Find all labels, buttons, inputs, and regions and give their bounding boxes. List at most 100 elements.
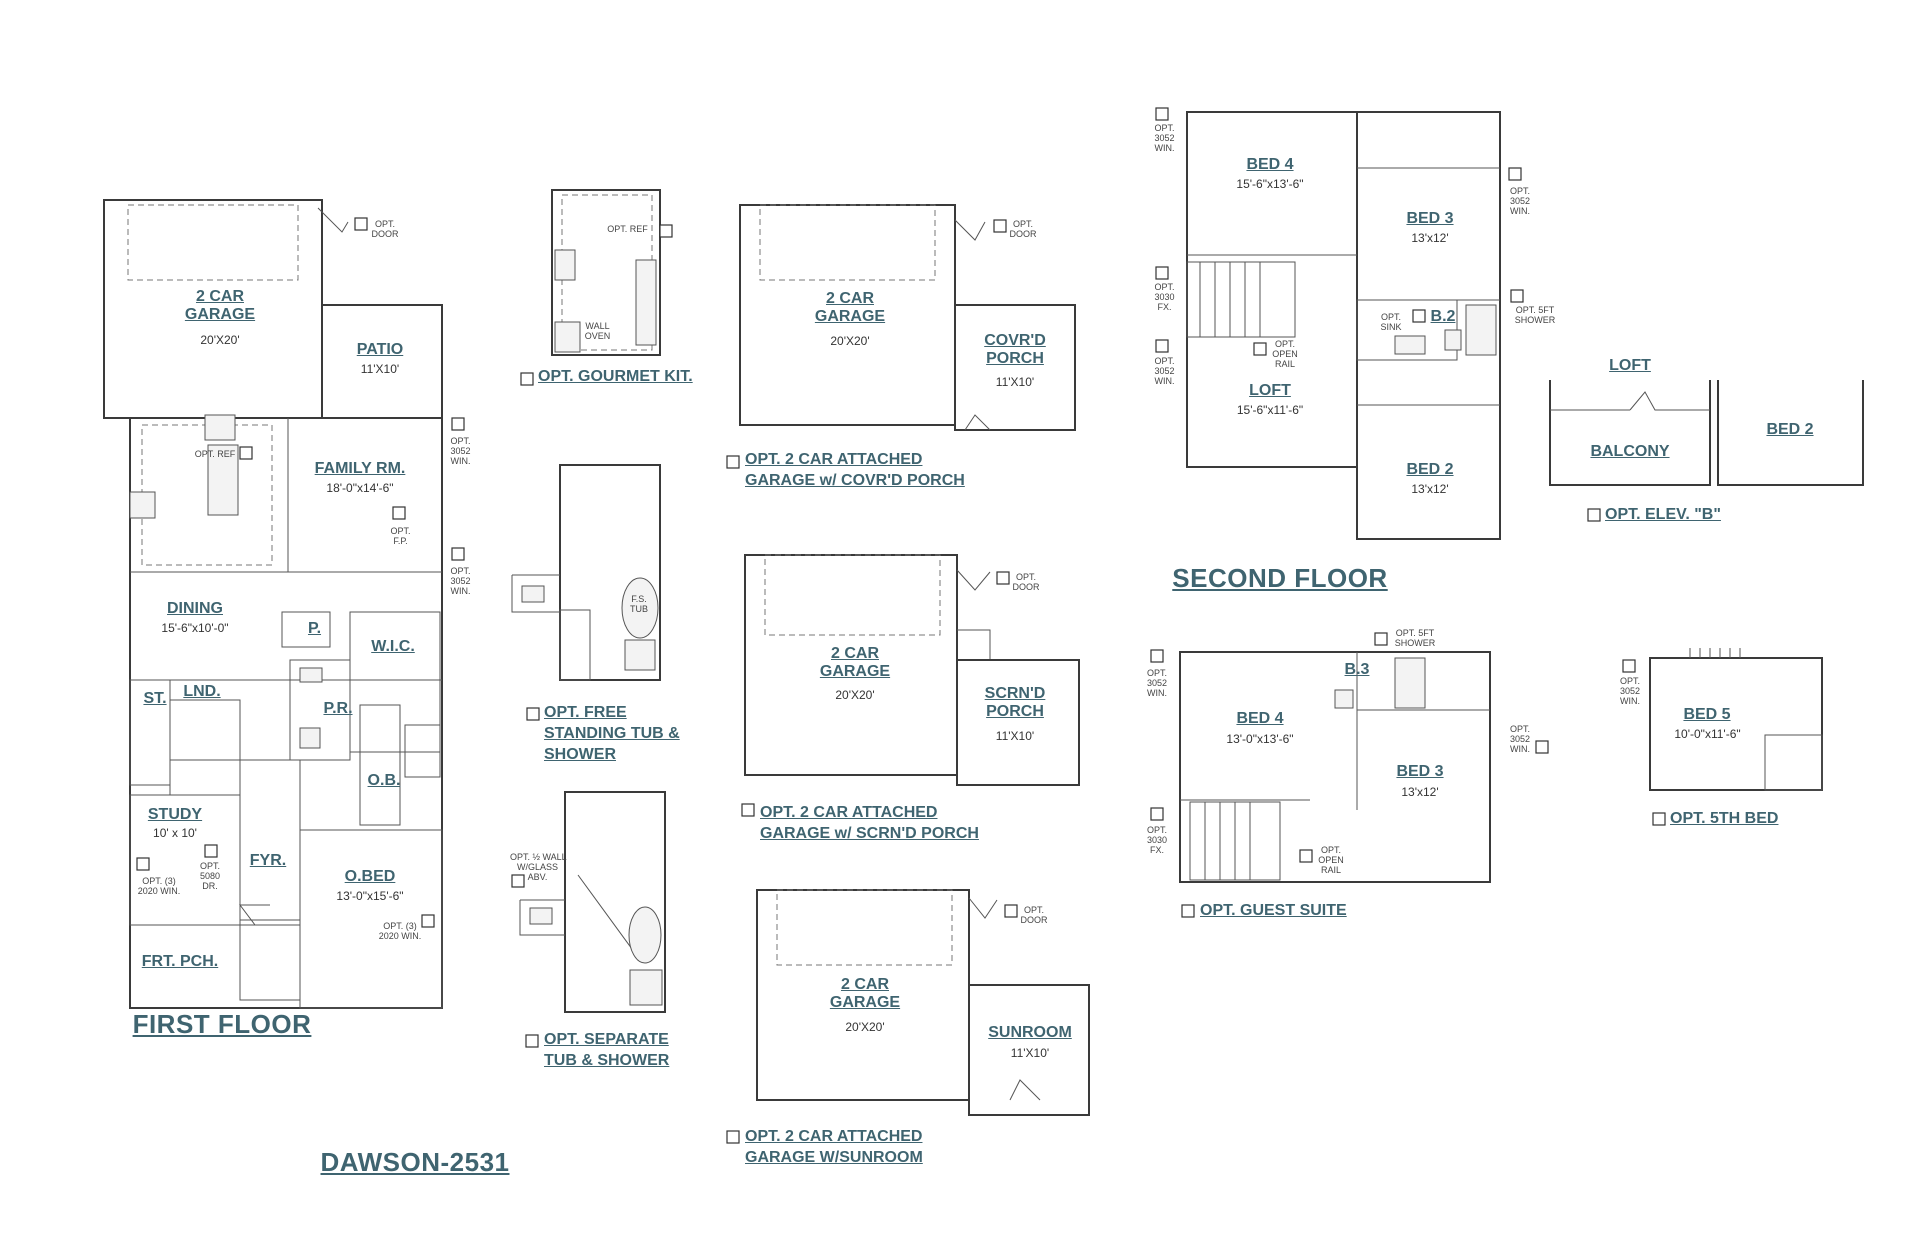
first-floor-plan: [103, 199, 465, 1009]
opt-fp-note: OPT. F.P.: [390, 526, 411, 546]
first-opt-door-note: OPT. DOOR: [371, 219, 399, 239]
elev-loft-label: LOFT: [1609, 357, 1651, 374]
guest-bed4-dim: 13'-0"x13'-6": [1226, 732, 1294, 746]
covrd-garage-dim: 20'X20': [830, 334, 870, 348]
second-floor-title: SECOND FLOOR: [1172, 563, 1388, 593]
second-win-r: OPT. 3052 WIN.: [1509, 186, 1531, 216]
option-elev-b: [1549, 380, 1864, 522]
front-porch-label: FRT. PCH.: [141, 953, 219, 970]
first-garage-dim: 20'X20': [200, 333, 240, 347]
fifth-bed-title: OPT. 5TH BED: [1670, 810, 1779, 827]
sunroom-option-title: OPT. 2 CAR ATTACHED GARAGE W/SUNROOM: [745, 1128, 923, 1166]
sunroom-label: SUNROOM: [988, 1024, 1072, 1041]
second-bed3-dim: 13'x12': [1411, 231, 1449, 245]
first-floor-title: FIRST FLOOR: [132, 1009, 312, 1039]
wic-label: W.I.C.: [371, 638, 415, 655]
second-bed2-dim: 13'x12': [1411, 482, 1449, 496]
dining-dim: 15'-6"x10'-0": [161, 621, 229, 635]
option-kitchen-baths: [511, 189, 673, 1048]
owner-bed-label: O.BED: [344, 868, 396, 885]
guest-suite-title: OPT. GUEST SUITE: [1200, 902, 1347, 919]
fifth-bed-dim: 10'-0"x11'-6": [1674, 727, 1741, 741]
covrd-porch-label: COVR'D PORCH: [984, 332, 1046, 368]
patio-dim: 11'X10': [360, 362, 400, 376]
second-open-rail: OPT. OPEN RAIL: [1272, 339, 1298, 369]
covrd-garage-label: 2 CAR GARAGE: [814, 290, 886, 326]
patio-label: PATIO: [356, 341, 404, 358]
covrd-opt-door: OPT. DOOR: [1009, 219, 1037, 239]
free-standing-tub-title: OPT. FREE STANDING TUB & SHOWER: [544, 704, 680, 763]
plan-name: DAWSON-2531: [320, 1147, 510, 1177]
covrd-porch-option-title: OPT. 2 CAR ATTACHED GARAGE w/ COVR'D POR…: [745, 451, 965, 489]
covrd-porch-dim: 11'X10': [995, 375, 1035, 389]
second-floor-plan: [1155, 107, 1524, 540]
scrnd-porch-dim: 11'X10': [995, 729, 1035, 743]
study-dim: 10' x 10': [153, 826, 197, 840]
pantry-label: P.: [307, 620, 322, 637]
guest-b3-label: B.3: [1344, 661, 1370, 678]
sunroom-garage-dim: 20'X20': [845, 1020, 885, 1034]
separate-tub-title: OPT. SEPARATE TUB & SHOWER: [544, 1031, 670, 1069]
scrnd-opt-door: OPT. DOOR: [1012, 572, 1040, 592]
owner-bed-dim: 13'-0"x15'-6": [336, 889, 404, 903]
guest-bed3-dim: 13'x12': [1401, 785, 1439, 799]
sunroom-garage-label: 2 CAR GARAGE: [829, 976, 901, 1012]
ob-label: O.B.: [367, 772, 401, 789]
second-bed3-label: BED 3: [1406, 210, 1454, 227]
option-garages: [726, 204, 1090, 1144]
first-opt-ref-note: OPT. REF: [194, 449, 236, 459]
sunroom-opt-door: OPT. DOOR: [1020, 905, 1048, 925]
family-room-dim: 18'-0"x14'-6": [326, 481, 394, 495]
option-guest-suite: [1150, 632, 1549, 918]
gourmet-kitchen-title: OPT. GOURMET KIT.: [538, 368, 693, 385]
gourmet-opt-ref: OPT. REF: [607, 224, 648, 234]
opt-5080-note: OPT. 5080 DR.: [199, 861, 221, 891]
loft-dim: 15'-6"x11'-6": [1236, 403, 1304, 417]
second-bed2-label: BED 2: [1406, 461, 1454, 478]
first-win-3052-b: OPT. 3052 WIN.: [450, 566, 471, 596]
fifth-bed-label: BED 5: [1683, 706, 1731, 723]
guest-win-l: OPT. 3052 WIN.: [1146, 668, 1168, 698]
second-opt-5ft: OPT. 5FT SHOWER: [1514, 305, 1556, 325]
guest-open-rail: OPT. OPEN RAIL: [1318, 845, 1344, 875]
st-label: ST.: [143, 690, 167, 707]
scrnd-garage-label: 2 CAR GARAGE: [819, 645, 891, 681]
opt-wall-glass-note: OPT. ½ WALL W/GLASS ABV.: [510, 852, 567, 882]
sunroom-dim: 11'X10': [1010, 1046, 1050, 1060]
guest-win-r: OPT. 3052 WIN.: [1509, 724, 1531, 754]
pr-label: P.R.: [323, 700, 353, 717]
first-garage-label: 2 CAR GARAGE: [184, 288, 256, 324]
guest-win-3030: OPT. 3030 FX.: [1146, 825, 1168, 855]
scrnd-porch-label: SCRN'D PORCH: [984, 685, 1046, 721]
elev-b-title: OPT. ELEV. "B": [1605, 506, 1721, 523]
second-win-3030: OPT. 3030 FX.: [1154, 282, 1175, 312]
scrnd-garage-dim: 20'X20': [835, 688, 875, 702]
second-win-tl: OPT. 3052 WIN.: [1154, 123, 1175, 153]
dining-label: DINING: [167, 600, 223, 617]
study-label: STUDY: [147, 806, 203, 823]
guest-bed3-label: BED 3: [1396, 763, 1444, 780]
lnd-label: LND.: [183, 683, 221, 700]
elev-bed2-label: BED 2: [1766, 421, 1814, 438]
obed-opt-2020-note: OPT. (3) 2020 WIN.: [378, 921, 422, 941]
fs-tub-note: F.S. TUB: [630, 594, 648, 614]
scrnd-porch-option-title: OPT. 2 CAR ATTACHED GARAGE w/ SCRN'D POR…: [760, 804, 979, 842]
guest-opt-5ft: OPT. 5FT SHOWER: [1394, 628, 1436, 648]
second-opt-sink: OPT. SINK: [1380, 312, 1402, 332]
second-bed4-label: BED 4: [1246, 156, 1294, 173]
study-opt-2020-note: OPT. (3) 2020 WIN.: [137, 876, 181, 896]
option-fifth-bed: [1622, 648, 1823, 826]
second-b2-label: B.2: [1430, 308, 1456, 325]
fifth-bed-win: OPT. 3052 WIN.: [1619, 676, 1641, 706]
wall-oven-note: WALL OVEN: [584, 321, 611, 341]
first-win-3052-a: OPT. 3052 WIN.: [450, 436, 471, 466]
loft-label: LOFT: [1249, 382, 1291, 399]
foyer-label: FYR.: [249, 852, 287, 869]
second-win-3052-l: OPT. 3052 WIN.: [1154, 356, 1175, 386]
family-room-label: FAMILY RM.: [314, 460, 406, 477]
guest-bed4-label: BED 4: [1236, 710, 1284, 727]
second-bed4-dim: 15'-6"x13'-6": [1236, 177, 1304, 191]
balcony-label: BALCONY: [1590, 443, 1670, 460]
